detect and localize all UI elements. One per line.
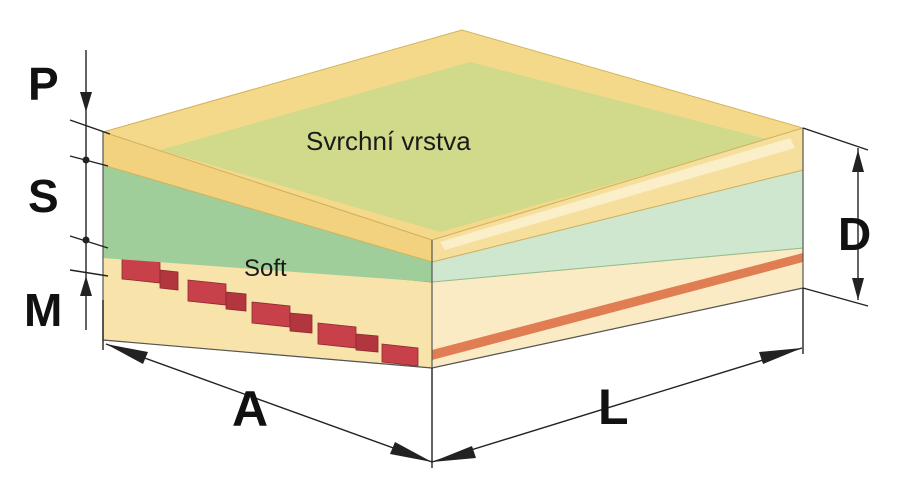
soft-layer-front-lower bbox=[103, 165, 432, 282]
d-arrow-down-icon bbox=[852, 278, 864, 300]
s-extension-line bbox=[69, 155, 109, 167]
dimension-label-p: P bbox=[28, 58, 59, 110]
left-dimensions bbox=[69, 50, 111, 330]
support-block bbox=[251, 301, 291, 328]
support-block bbox=[121, 257, 161, 284]
top-layer-highlight bbox=[440, 138, 795, 250]
p-extension-line bbox=[69, 119, 111, 135]
dimension-label-d: D bbox=[838, 208, 871, 260]
m-arrow-icon bbox=[80, 276, 92, 296]
support-block bbox=[225, 291, 247, 312]
l-dimension-line bbox=[431, 347, 803, 463]
dimension-label-l: L bbox=[598, 379, 629, 435]
support-block bbox=[187, 279, 227, 306]
base-stripe bbox=[432, 253, 803, 360]
a-arrow-left-icon bbox=[106, 344, 148, 364]
top-layer-surface-tint bbox=[160, 62, 770, 232]
l-arrow-right-icon bbox=[759, 348, 802, 364]
top-layer-label: Svrchní vrstva bbox=[306, 126, 471, 156]
base-layer bbox=[102, 247, 804, 369]
support-block bbox=[355, 333, 379, 353]
d-bottom-extension-line bbox=[802, 287, 869, 307]
right-dimension bbox=[802, 127, 869, 307]
a-dimension-line bbox=[105, 343, 433, 463]
soft-layer-label: Soft bbox=[244, 255, 287, 282]
soft-layer bbox=[102, 164, 804, 283]
support-block bbox=[289, 312, 313, 334]
l-arrow-left-icon bbox=[432, 446, 476, 462]
support-blocks bbox=[121, 257, 419, 367]
a-arrow-right-icon bbox=[390, 442, 432, 462]
bottom-dimensions bbox=[102, 288, 804, 468]
p-arrow-icon bbox=[80, 92, 92, 112]
support-block bbox=[317, 322, 357, 349]
d-top-extension-line bbox=[802, 127, 869, 151]
dimension-label-s: S bbox=[28, 170, 59, 222]
dimension-label-m: M bbox=[24, 284, 62, 336]
support-block bbox=[381, 343, 419, 367]
m-extension-line bbox=[69, 269, 109, 277]
dimension-label-a: A bbox=[232, 381, 268, 437]
sm-extension-line bbox=[69, 235, 109, 249]
d-arrow-up-icon bbox=[852, 150, 864, 172]
support-block bbox=[159, 269, 179, 291]
